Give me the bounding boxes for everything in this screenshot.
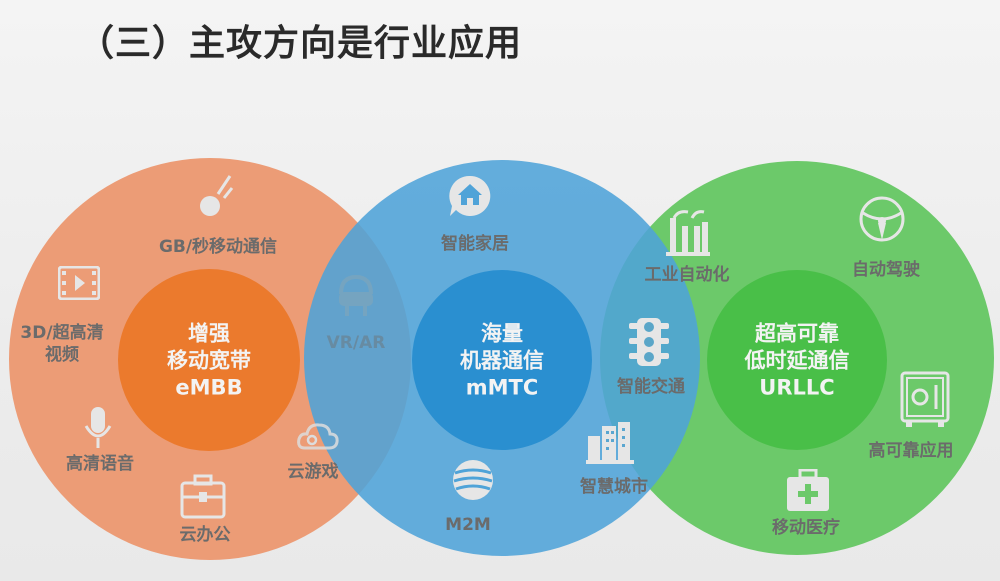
- label-smart-city: 智慧城市: [580, 477, 648, 497]
- label-uhd-video-line1: 3D/超高清: [20, 323, 104, 343]
- briefcase-icon: [180, 474, 226, 519]
- embb-line2: 移动宽带: [167, 348, 251, 373]
- microphone-icon: [84, 407, 112, 448]
- label-cloud-gaming: 云游戏: [287, 462, 339, 482]
- traffic-light-icon: [629, 318, 669, 366]
- urllc-line2: 低时延通信: [744, 348, 850, 373]
- urllc-inner-circle: [707, 270, 887, 450]
- label-uhd-video-line2: 视频: [45, 345, 79, 365]
- mmtc-inner-circle: [412, 270, 592, 450]
- label-gb-mobile: GB/秒移动通信: [158, 237, 278, 257]
- cloud-icon: [297, 423, 339, 450]
- label-m2m: M2M: [445, 515, 491, 535]
- factory-icon: [666, 210, 710, 256]
- mmtc-line2: 机器通信: [460, 348, 544, 373]
- meteor-icon: [200, 175, 234, 216]
- urllc-line1: 超高可靠: [755, 321, 839, 346]
- embb-line1: 增强: [188, 321, 230, 346]
- label-autonomous-driving: 自动驾驶: [852, 260, 920, 280]
- embb-inner-circle: [118, 269, 300, 451]
- urllc-core-label: 超高可靠 低时延通信 URLLC: [745, 321, 850, 402]
- urllc-line3: URLLC: [759, 375, 835, 400]
- label-mobile-health: 移动医疗: [772, 518, 840, 538]
- embb-core-label: 增强 移动宽带 eMBB: [167, 321, 251, 402]
- globe-icon: [453, 460, 493, 500]
- label-smart-home: 智能家居: [441, 234, 509, 254]
- label-vr-ar: VR/AR: [326, 333, 386, 353]
- home-icon: [449, 175, 491, 216]
- embb-line3: eMBB: [175, 375, 243, 400]
- mmtc-core-label: 海量 机器通信 mMTC: [460, 321, 544, 402]
- label-smart-traffic: 智能交通: [617, 377, 685, 397]
- medical-kit-icon: [787, 469, 829, 511]
- steering-wheel-icon: [859, 196, 905, 242]
- label-hd-voice: 高清语音: [66, 454, 134, 474]
- vr-headset-icon: [339, 274, 373, 316]
- label-reliable-apps: 高可靠应用: [868, 441, 954, 461]
- video-film-icon: [58, 266, 100, 300]
- label-uhd-video: 3D/超高清 视频: [20, 322, 103, 366]
- safe-icon: [900, 371, 950, 427]
- label-cloud-office: 云办公: [179, 525, 231, 545]
- mmtc-line3: mMTC: [465, 375, 539, 400]
- buildings-icon: [586, 422, 634, 464]
- mmtc-line1: 海量: [481, 321, 523, 346]
- label-industrial-automation: 工业自动化: [644, 265, 730, 285]
- page-title: （三）主攻方向是行业应用: [78, 23, 523, 64]
